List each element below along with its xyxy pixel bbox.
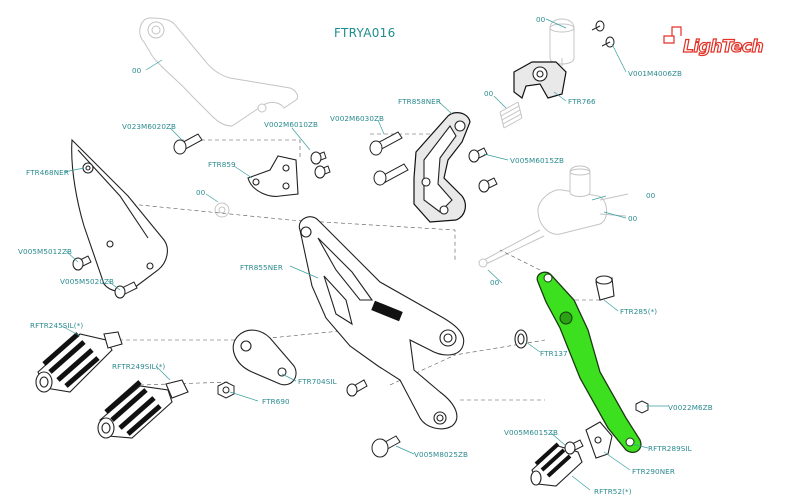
pin-ftr285 [595,275,615,301]
ghost-master-cylinder [478,165,629,268]
label-v005m6015zb-top: V005M6015ZB [510,156,564,165]
bolt-v005m5020zb [114,281,138,299]
label-ftr859: FTR859 [208,160,236,169]
bolt-v002m6010zb-2 [314,165,331,179]
logo-text: LighTech [683,37,763,57]
bolt-v001m4006zb [591,20,605,32]
label-rftr52: RFTR52(*) [594,487,632,496]
bolt-v001m4006zb-2 [601,36,615,48]
label-00-reservoir: 00 [536,15,546,24]
label-ftr855ner: FTR855NER [240,263,283,272]
bolt-v005m8025zb [371,435,401,458]
ghost-spring [499,101,523,129]
clevis-ftr290ner [585,421,613,459]
bracket-ftr858ner [413,112,471,223]
ghost-top-bracket [139,17,299,127]
clamp-ftr766 [513,61,567,99]
assembly-lines [89,133,600,401]
footpeg-rftr249sil [97,379,189,439]
brake-lever-rftr289sil [536,271,642,454]
label-ftr290ner: FTR290NER [632,467,675,476]
label-rftr249sil: RFTR249SIL(*) [112,362,165,371]
label-00-cylinder-a: 00 [646,191,656,200]
label-ftr690: FTR690 [262,397,290,406]
diagram-title: FTRYA016 [334,26,396,40]
label-00-clip: 00 [196,188,206,197]
label-ftr137: FTR137 [540,349,568,358]
nut-v0022m6zb [635,400,649,414]
heel-guard-ftr468ner [71,138,168,293]
label-v005m5020zb: V005M5020ZB [60,277,114,286]
label-rftr245sil: RFTR245SIL(*) [30,321,83,330]
nut-ftr690 [217,381,235,399]
label-rftr289sil: RFTR289SIL [648,444,692,453]
washer-ftr137 [514,329,528,349]
main-bracket-ftr855ner [298,216,465,430]
label-v005m6015zb-bottom: V005M6015ZB [504,428,558,437]
label-ftr766: FTR766 [568,97,596,106]
label-00-top-left: 00 [132,66,142,75]
label-ftr468ner: FTR468NER [26,168,69,177]
label-v023m6020zb: V023M6020ZB [122,122,176,131]
ghost-clip [214,202,230,218]
label-v0022m6zb: V0022M6ZB [668,403,713,412]
label-v002m6030zb: V002M6030ZB [330,114,384,123]
footpeg-rftr52 [530,442,583,487]
bolt-v005m6015zb [468,147,488,163]
lightech-logo: LighTech [663,26,765,58]
bolt-v002m6030zb-2 [373,163,409,186]
label-ftr285: FTR285(*) [620,307,657,316]
label-v001m4006zb: V001M4006ZB [628,69,682,78]
label-v005m8025zb: V005M8025ZB [414,450,468,459]
label-ftr858ner: FTR858NER [398,97,441,106]
label-v002m6010zb: V002M6010ZB [264,120,318,129]
label-00-spring: 00 [484,89,494,98]
bolt-v005m5012zb [72,255,92,271]
bolt-v005m6015zb-b [564,439,584,455]
bracket-ftr859 [247,155,299,197]
label-ftr704sil: FTR704SIL [298,377,337,386]
bolt-v002m6010zb [310,151,327,165]
label-00-cylinder-b: 00 [628,214,638,223]
footpeg-rftr245sil [35,331,123,393]
bolt-side [346,379,368,397]
bolt-v002m6030zb [369,131,403,156]
label-00-rod: 00 [490,278,500,287]
bolt-v023m6020zb [173,133,203,155]
part-labels: 00 00 V001M4006ZB FTR766 00 V023M6020ZB … [18,15,713,496]
label-v005m5012zb: V005M5012ZB [18,247,72,256]
bolt-v005m6015zb-2 [478,177,498,193]
leader-lines [61,18,668,491]
